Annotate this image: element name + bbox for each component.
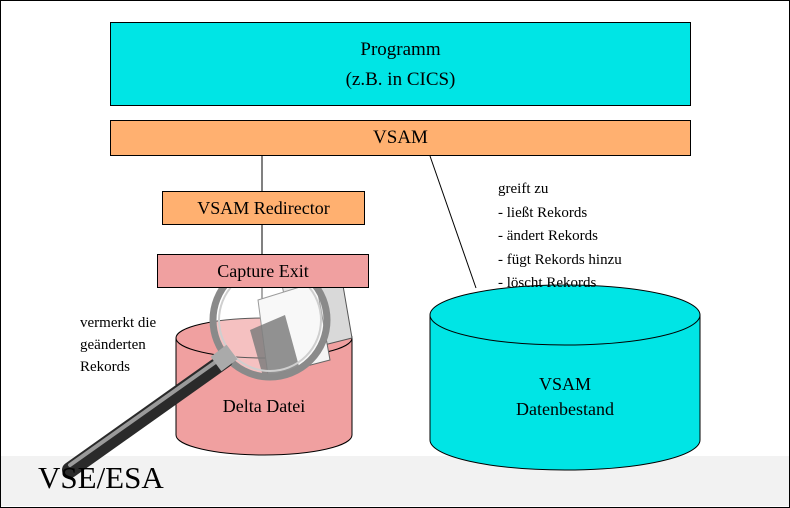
bottom-band [1, 456, 789, 506]
program-subtitle: (z.B. in CICS) [345, 69, 456, 90]
access-note-line: - ändert Rekords [498, 228, 598, 244]
program-box: Programm (z.B. in CICS) [110, 22, 691, 106]
access-note-line: - fügt Rekords hinzu [498, 251, 622, 268]
datastore-cylinder [429, 284, 701, 471]
capture-note-line: vermerkt die [80, 315, 157, 331]
vsam-redirector-box: VSAM Redirector [162, 191, 365, 225]
access-note-line: - löscht Rekords [498, 275, 597, 291]
capture-note-line: Rekords [80, 359, 130, 375]
connector-vsam-datastore [429, 155, 477, 289]
datastore-label-2: Datenbestand [516, 399, 614, 419]
magnifier-icon [62, 259, 353, 478]
access-note-line: - ließt Rekords [498, 204, 588, 221]
datastore-label-1: VSAM [539, 374, 591, 394]
capture-exit-box: Capture Exit [157, 254, 369, 288]
vsam-box: VSAM [110, 120, 691, 156]
capture-note: vermerkt die geänderten Rekords [80, 312, 156, 378]
capture-note-line: geänderten [80, 337, 146, 353]
access-note-line: greift zu [498, 181, 549, 197]
delta-file-label: Delta Datei [223, 396, 305, 416]
system-label: VSE/ESA [38, 460, 164, 495]
program-title: Programm [360, 39, 441, 60]
access-note: greift zu - ließt Rekords - ändert Rekor… [498, 178, 622, 296]
